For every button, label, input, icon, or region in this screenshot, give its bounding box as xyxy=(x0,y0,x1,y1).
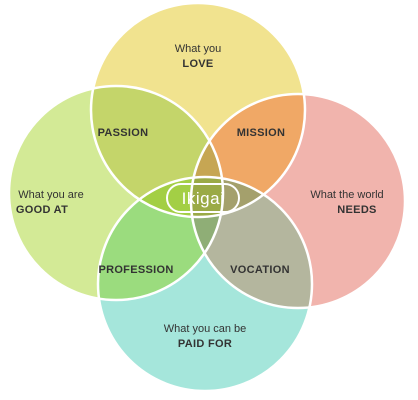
profession-label: PROFESSION xyxy=(98,264,173,276)
paid-for-label-line1: What you can be xyxy=(164,323,247,335)
outline-love xyxy=(89,1,307,219)
outline-needs xyxy=(189,92,407,310)
ikigai-label: Ikigai xyxy=(182,189,225,208)
outline-good-at xyxy=(7,84,225,302)
love-label-line1: What you xyxy=(175,43,221,55)
outline-paid-for xyxy=(96,175,314,393)
mission-label: MISSION xyxy=(237,127,286,139)
passion-label: PASSION xyxy=(98,127,149,139)
needs-label-line2: NEEDS xyxy=(337,204,376,216)
needs-label-line1: What the world xyxy=(310,189,383,201)
ikigai-label-box xyxy=(166,183,240,213)
vocation-label: VOCATION xyxy=(230,264,290,276)
paid-for-label-line2: PAID FOR xyxy=(178,338,232,350)
good-at-label-line1: What you are xyxy=(18,189,83,201)
love-label-line2: LOVE xyxy=(182,58,213,70)
good-at-label-line2: GOOD AT xyxy=(16,204,68,216)
